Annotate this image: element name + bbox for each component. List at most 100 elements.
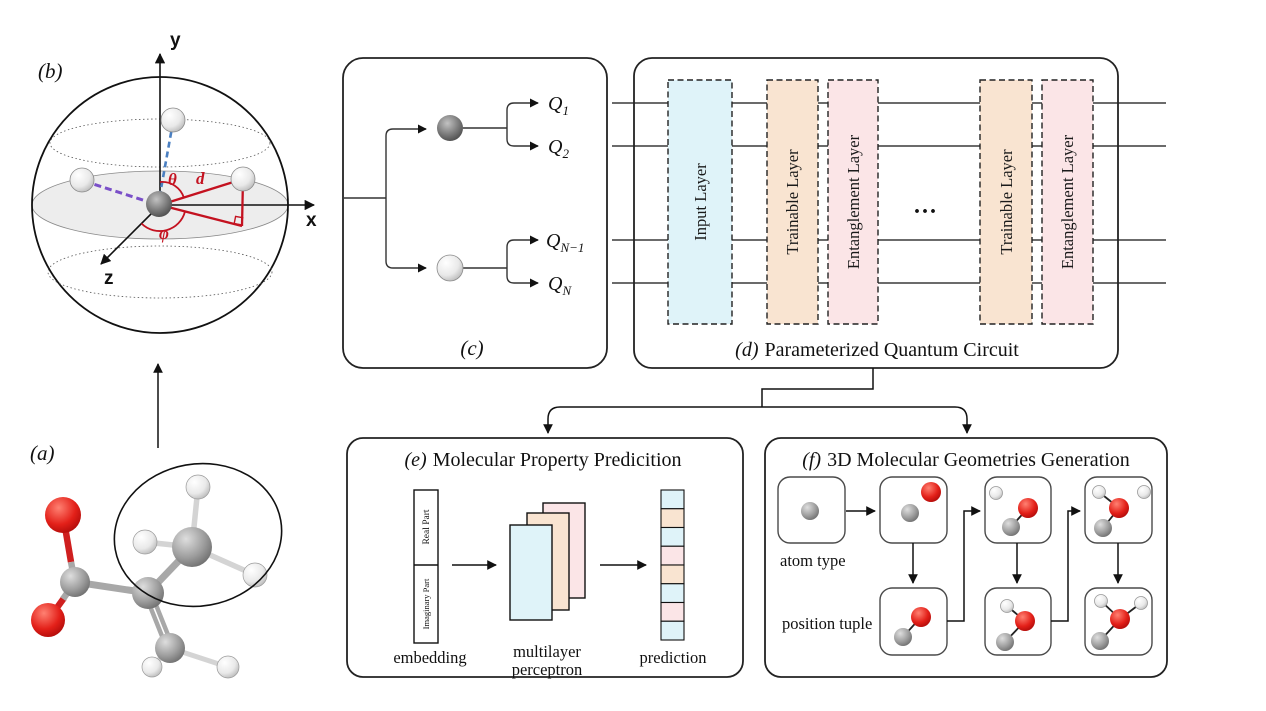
panel-c-box xyxy=(342,57,608,369)
trainable-layer-1-label: Trainable Layer xyxy=(783,149,802,255)
atom-type-label: atom type xyxy=(780,551,846,570)
panel-a-label: (a) xyxy=(30,441,55,465)
oxygen-atom xyxy=(31,603,65,637)
input-layer-label: Input Layer xyxy=(691,163,710,241)
prediction-cell xyxy=(660,564,685,585)
qubit-label-q1: Q1 xyxy=(548,93,569,118)
purple-dashed-bond xyxy=(83,179,153,205)
hydrogen-atom xyxy=(1134,596,1148,610)
prediction-cell xyxy=(660,601,685,622)
axis-label-x: x xyxy=(306,210,317,231)
oxygen-atom xyxy=(921,482,941,502)
prediction-cell xyxy=(660,583,685,604)
embedding-column: Real Part Imaginary Part embedding xyxy=(393,489,467,667)
hydrogen-atom xyxy=(230,166,256,192)
mlp-caption-line2: perceptron xyxy=(512,660,583,679)
carbon-atom xyxy=(801,502,819,520)
prediction-cell xyxy=(660,545,685,566)
axis-label-y: y xyxy=(170,30,181,51)
hydrogen-atom xyxy=(160,107,186,133)
qubit-label-qn: QN xyxy=(548,273,572,298)
prediction-caption: prediction xyxy=(640,648,707,667)
carbon-atom xyxy=(146,191,172,217)
qubit-mapping-tree xyxy=(344,98,539,288)
qubit-label-q2: Q2 xyxy=(548,136,569,161)
carbon-atom xyxy=(1091,632,1109,650)
carbon-atom xyxy=(894,628,912,646)
layer-block-entanglement-2 xyxy=(1041,79,1094,325)
axis-label-z: z xyxy=(104,268,114,289)
real-part-label: Real Part xyxy=(422,509,432,544)
mlp-stack: multilayer perceptron xyxy=(509,502,586,679)
hydrogen-atom xyxy=(436,254,464,282)
tile-molecules xyxy=(801,482,1151,651)
panel-f-box xyxy=(764,437,1168,678)
oxygen-atom xyxy=(45,497,81,533)
mlp-layer-front xyxy=(509,524,553,621)
carbon-atom xyxy=(172,527,212,567)
panel-d-caption: (d)Parameterized Quantum Circuit xyxy=(735,339,1019,361)
hydrogen-atom xyxy=(989,486,1003,500)
repeat-ellipsis: ... xyxy=(914,193,938,219)
carbon-atom xyxy=(996,633,1014,651)
layer-block-input xyxy=(667,79,733,325)
hydrogen-atom xyxy=(185,474,211,500)
carbon-atom xyxy=(155,633,185,663)
qubit-label-qn-1: QN−1 xyxy=(546,230,584,255)
spherical-triangle xyxy=(140,177,245,232)
carbon-atom xyxy=(1002,518,1020,536)
layer-block-entanglement-1 xyxy=(827,79,879,325)
trainable-layer-2-label: Trainable Layer xyxy=(997,149,1016,255)
panel-b-sphere-diagram: (b) y x z θ φ d xyxy=(31,30,317,334)
layer-block-trainable-1 xyxy=(766,79,819,325)
panel-f-geometry-generation: (f)3D Molecular Geometries Generation xyxy=(764,437,1168,678)
oxygen-atom xyxy=(911,607,931,627)
generation-arrows xyxy=(846,506,1123,622)
oxygen-atom xyxy=(1015,611,1035,631)
carbon-atom xyxy=(60,567,90,597)
z-axis xyxy=(100,204,161,265)
distance-label: d xyxy=(196,169,205,188)
prediction-cell xyxy=(660,508,685,529)
prediction-column: prediction xyxy=(640,489,707,667)
mlp-caption-line1: multilayer xyxy=(513,642,581,661)
hydrogen-atom xyxy=(1000,599,1014,613)
oxygen-atom xyxy=(1018,498,1038,518)
branch-connector xyxy=(543,368,972,434)
prediction-cell xyxy=(660,489,685,510)
carbon-atom xyxy=(901,504,919,522)
blue-dashed-bond xyxy=(157,121,175,201)
panel-d-pqc: Input Layer Trainable Layer Entanglement… xyxy=(633,57,1119,369)
hydrogen-atom xyxy=(1137,485,1151,499)
oxygen-atom xyxy=(1110,609,1130,629)
panel-f-title: (f)3D Molecular Geometries Generation xyxy=(802,449,1130,471)
panel-e-title: (e)Molecular Property Predicition xyxy=(404,449,681,471)
embedding-caption: embedding xyxy=(393,648,466,667)
hydrogen-atom xyxy=(141,656,163,678)
theta-arc xyxy=(159,181,185,199)
panel-d-box xyxy=(633,57,1119,369)
methyl-group-annotation-ellipse xyxy=(113,462,283,608)
panel-e-property-prediction: (e)Molecular Property Predicition Real P… xyxy=(346,437,744,679)
latitude-dotted-lower xyxy=(47,245,273,299)
right-angle-marker xyxy=(233,215,244,226)
oxygen-atom xyxy=(1109,498,1129,518)
hydrogen-atom xyxy=(132,529,158,555)
hydrogen-atom xyxy=(1092,485,1106,499)
layer-block-trainable-2 xyxy=(979,79,1033,325)
position-tuple-label: position tuple xyxy=(782,614,872,633)
prediction-cell xyxy=(660,620,685,641)
panel-c-label: (c) xyxy=(460,336,483,360)
hydrogen-atom xyxy=(1094,594,1108,608)
panel-b-label: (b) xyxy=(38,59,63,83)
hydrogen-atom xyxy=(242,562,268,588)
phi-label: φ xyxy=(159,224,169,243)
projection-line xyxy=(159,203,243,228)
phi-arc xyxy=(140,211,186,232)
carbon-atom xyxy=(437,115,463,141)
carbon-atom xyxy=(1094,519,1112,537)
molecule-atoms xyxy=(31,474,268,679)
panel-c-qubit-mapping: Q1 Q2 QN−1 QN (c) xyxy=(342,57,608,369)
